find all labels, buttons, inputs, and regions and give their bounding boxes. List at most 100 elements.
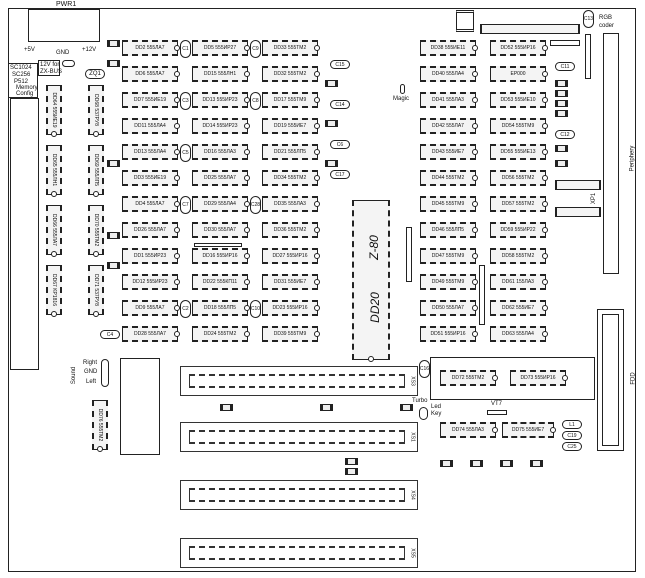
capacitor: L1 <box>562 420 582 429</box>
ic-chip-label: DD62 555ИЕ7 <box>501 305 535 311</box>
capacitor: C28 <box>250 196 261 214</box>
ic-chip: DD30 555ЛА7 <box>192 222 250 238</box>
ic-chip: DD21 555ЛП5 <box>262 144 320 160</box>
chip-notch <box>368 356 374 362</box>
chip-notch <box>51 131 57 137</box>
header-left <box>194 243 242 247</box>
resistor <box>107 232 120 239</box>
ic-chip: DD58 555ТМ2 <box>490 248 548 264</box>
capacitor: C1 <box>180 40 191 58</box>
capacitor: C7 <box>180 196 191 214</box>
chip-notch <box>174 253 180 259</box>
chip-notch <box>314 253 320 259</box>
ic-chip: DD26 555ЛА7 <box>122 222 180 238</box>
chip-notch <box>472 227 478 233</box>
fdd-connector <box>597 309 624 451</box>
capacitor: C3 <box>180 92 191 110</box>
ic-chip-label: DD49 555ТМ9 <box>431 279 465 285</box>
chip-notch <box>314 97 320 103</box>
ic-chip: DD29 555ЛА4 <box>192 196 250 212</box>
chip-notch <box>93 251 99 257</box>
ic-chip: DD32 555ТМ2 <box>262 66 320 82</box>
slot-label: XS1 <box>409 432 416 442</box>
resistor <box>345 458 358 465</box>
capacitor: C8 <box>250 92 261 110</box>
12v-jumper: 12V for ZX-BUS <box>38 60 62 76</box>
chip-notch <box>472 305 478 311</box>
chip-notch <box>174 331 180 337</box>
ic-chip-label: DD6 555ЛА7 <box>135 71 165 77</box>
slot-pins <box>189 546 405 560</box>
memory-config-memory: Memory <box>16 85 38 91</box>
chip-notch <box>314 71 320 77</box>
ic-chip: DD13 555ЛА4 <box>122 144 180 160</box>
ic-chip-label: DD57 555ТМ2 <box>501 201 535 207</box>
cpu-name: Z-80 <box>366 235 381 260</box>
ic-chip: DD54 555ТМ9 <box>490 118 548 134</box>
resistor-array <box>480 24 580 34</box>
chip-notch <box>472 253 478 259</box>
chip-notch <box>492 375 498 381</box>
magic-label: Magic <box>393 96 410 102</box>
ic-chip-label: DD59 555ИР22 <box>500 227 536 233</box>
chip-notch <box>174 97 180 103</box>
ic-chip-label: DD4 555ЛА7 <box>135 201 165 207</box>
chip-notch <box>492 427 498 433</box>
resistor <box>400 404 413 411</box>
ic-chip: DD50 555ЛА7 <box>420 300 478 316</box>
ic-chip-label: DD22 555КП11 <box>202 279 238 285</box>
chip-notch <box>244 253 250 259</box>
resistor <box>555 110 568 117</box>
ic-chip-label: DD38 555ИЕ11 <box>430 45 466 51</box>
ic-chip-label: DD35 555ЛА3 <box>274 201 306 207</box>
chip-notch <box>314 45 320 51</box>
chip-notch <box>244 175 250 181</box>
ic-chip: DD16 555ЛА3 <box>192 144 250 160</box>
chip-notch <box>314 149 320 155</box>
resistor <box>555 80 568 87</box>
fdd-label: FDD <box>630 372 637 385</box>
ic-chip-label: DD39 555ТМ9 <box>273 331 307 337</box>
chip-notch <box>244 201 250 207</box>
resistor-array-2 <box>555 180 601 190</box>
ic-chip: DD38 555ИЕ11 <box>420 40 478 56</box>
capacitor: C17 <box>330 170 350 179</box>
capacitor: C5 <box>180 144 191 162</box>
chip-notch <box>472 175 478 181</box>
memory-config-p512: P512 <box>14 79 29 85</box>
ic-chip-label: DD31 555ИЕ7 <box>273 279 307 285</box>
ic-chip: DD61 155ЛА3 <box>490 274 548 290</box>
ic-chip-label: DD69 555ЛП5 <box>93 153 99 187</box>
ic-chip: DD71 537РУ8 <box>88 265 104 317</box>
pwr1-label: PWR1 <box>56 1 77 8</box>
jumper-12v-cap <box>62 60 75 67</box>
periphery-connector <box>603 33 619 274</box>
cpu-z80: DD20 Z-80 <box>352 200 390 362</box>
ic-chip: DD27 555ИР16 <box>262 248 320 264</box>
chip-notch <box>314 123 320 129</box>
ic-chip-label: DD19 555ИЕ7 <box>273 123 307 129</box>
fdd-pins <box>602 314 619 446</box>
chip-notch <box>472 123 478 129</box>
ic-chip: DD42 555ЛА7 <box>420 118 478 134</box>
ic-chip-label: DD14 555ИР23 <box>202 123 238 129</box>
ic-chip: DD13 555ИР23 <box>192 92 250 108</box>
ic-chip-label: DD43 555ИЕ7 <box>431 149 465 155</box>
ic-chip: DD34 555ТМ2 <box>262 170 320 186</box>
chip-notch <box>314 201 320 207</box>
ic-chip-label: DD75 555ИЕ7 <box>511 427 545 433</box>
transistor-array <box>456 10 474 32</box>
ic-chip: DD66 555ЛА7 <box>46 205 62 257</box>
chip-notch <box>542 149 548 155</box>
chip-notch <box>550 427 556 433</box>
chip-notch <box>244 279 250 285</box>
ic-chip: DD18 555ЛП5 <box>192 300 250 316</box>
slot-label: XS3 <box>409 376 416 386</box>
chip-notch <box>542 45 548 51</box>
ic-chip: DD49 555ТМ9 <box>420 274 478 290</box>
ic-chip-label: DD66 555ЛА7 <box>51 214 57 246</box>
chip-notch <box>314 227 320 233</box>
resistor <box>107 160 120 167</box>
ic-chip-label: DD16 555ЛА3 <box>204 149 236 155</box>
